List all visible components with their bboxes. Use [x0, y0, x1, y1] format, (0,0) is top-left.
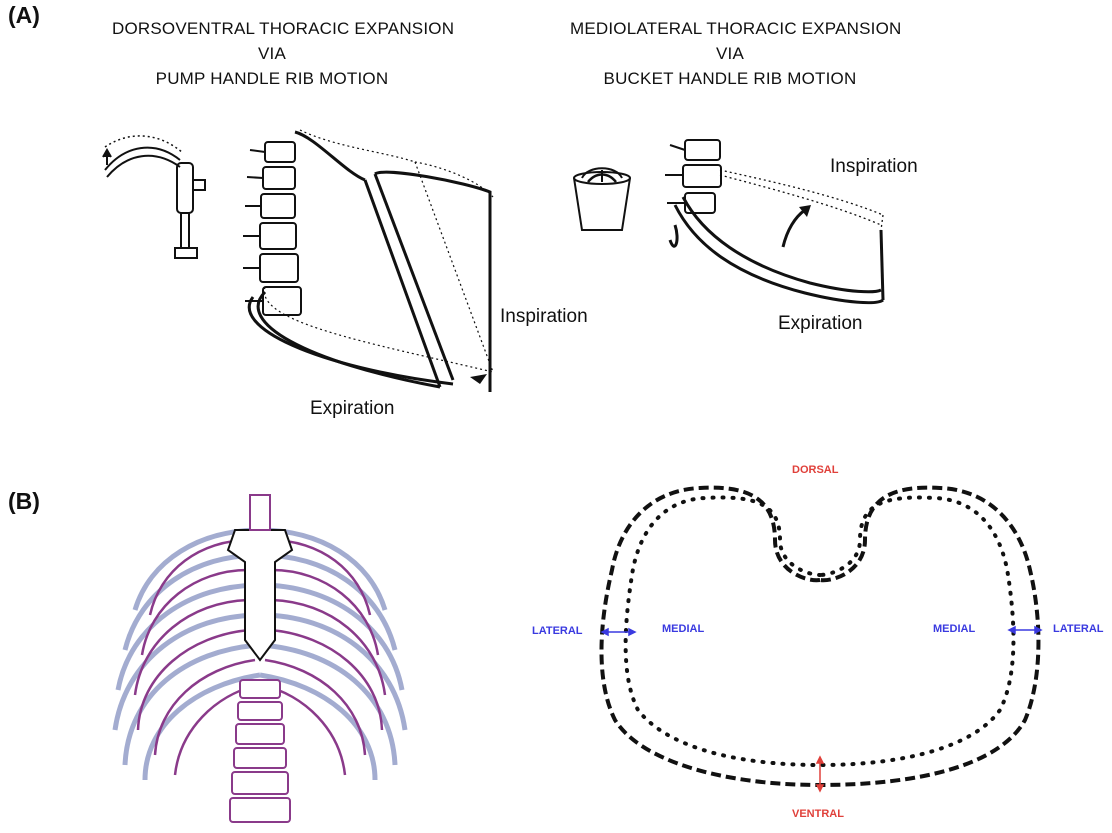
pump-title-line-1: DORSOVENTRAL THORACIC EXPANSION: [112, 16, 432, 41]
lateral-left-label: LATERAL: [532, 625, 583, 637]
pump-expiration-label: Expiration: [310, 398, 395, 420]
pump-inspiration-label: Inspiration: [500, 306, 588, 328]
medial-right-label: MEDIAL: [933, 623, 975, 635]
pump-handle-rib-diagram: [225, 122, 525, 402]
pump-icon: [95, 125, 215, 265]
pump-title-line-2: VIA: [112, 41, 432, 66]
panel-a-label: (A): [8, 2, 40, 29]
rib-cage-front-illustration: [100, 490, 420, 830]
ventral-label: VENTRAL: [792, 808, 844, 820]
bucket-icon: [568, 160, 638, 240]
bucket-title-line-2: VIA: [570, 41, 890, 66]
bucket-title-line-3: BUCKET HANDLE RIB MOTION: [570, 66, 890, 91]
bucket-handle-title: MEDIOLATERAL THORACIC EXPANSION VIA BUCK…: [570, 16, 890, 91]
medial-left-label: MEDIAL: [662, 623, 704, 635]
pump-handle-title: DORSOVENTRAL THORACIC EXPANSION VIA PUMP…: [112, 16, 432, 91]
bucket-expiration-label: Expiration: [778, 313, 863, 335]
pump-title-line-3: PUMP HANDLE RIB MOTION: [112, 66, 432, 91]
bucket-handle-rib-diagram: [655, 125, 895, 315]
lateral-right-label: LATERAL: [1053, 623, 1104, 635]
dorsal-label: DORSAL: [792, 464, 838, 476]
thoracic-cross-section-diagram: [580, 480, 1040, 810]
bucket-title-line-1: MEDIOLATERAL THORACIC EXPANSION: [570, 16, 890, 41]
panel-b-label: (B): [8, 488, 40, 515]
bucket-inspiration-label: Inspiration: [830, 156, 918, 178]
